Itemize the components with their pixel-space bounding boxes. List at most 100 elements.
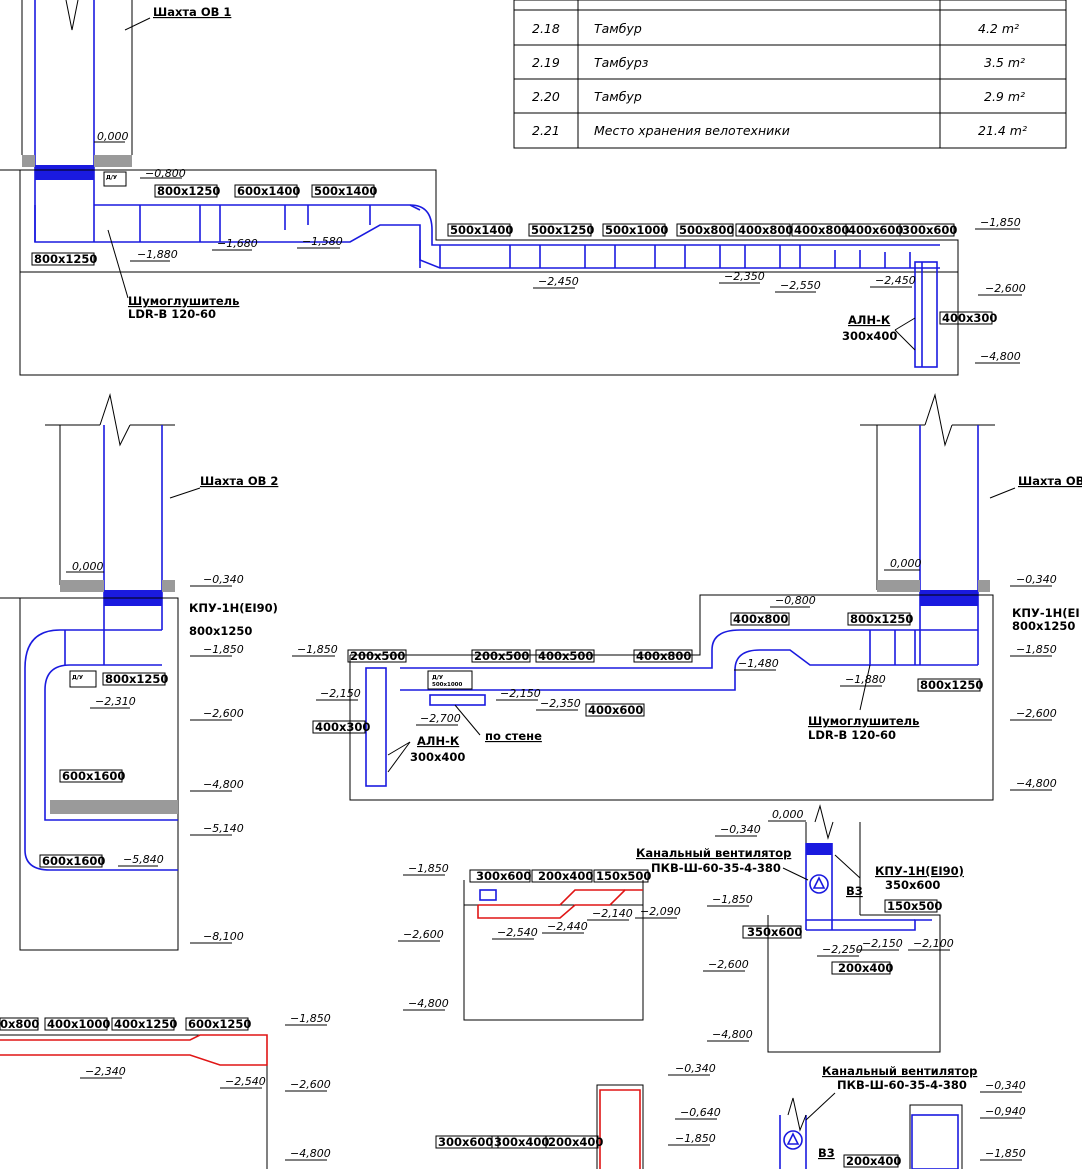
fan-label-1: Канальный вентилятор (636, 846, 791, 860)
lvl-top-8: −2,450 (875, 274, 916, 287)
lvl-sl-6: −2,090 (640, 905, 681, 918)
lvl-ml-8: −8,100 (203, 930, 244, 943)
table-num-2: 2.20 (532, 89, 560, 104)
size-ml-1: 800x1250 (105, 672, 168, 686)
section-top: Шахта ОВ 1 0,000 (0, 0, 1026, 376)
midright-size-labels: 200x500 200x500 400x500 400x800 400x800 … (312, 612, 983, 734)
size-mr-2: 200x500 (474, 649, 529, 663)
top-levels: −0,800 −1,880 −1,680 −1,580 −2,450 −2,35… (130, 167, 1026, 364)
lvl-sr-5: −2,250 (822, 943, 863, 956)
table-name-0: Тамбур (594, 21, 642, 36)
size-top-2: 600x1400 (237, 184, 300, 198)
silencer-mid: Шумоглушитель (808, 714, 919, 728)
size-mr-5: 400x800 (733, 612, 788, 626)
lvl-top-10: −2,600 (985, 282, 1026, 295)
fan-model-2: ПКВ-Ш-60-35-4-380 (837, 1078, 967, 1092)
lvl-sr-0: 0,000 (772, 808, 804, 821)
lvl-br-5: −1,850 (985, 1147, 1026, 1160)
lvl-br-3: −0,340 (985, 1079, 1026, 1092)
lvl-sl-4: −2,440 (547, 920, 588, 933)
po-stene-label: по стене (485, 729, 542, 743)
lvl-bl-2: −2,540 (225, 1075, 266, 1088)
shaft-ov2-label: Шахта ОВ 2 (200, 474, 278, 488)
section-mid-left: Шахта ОВ 2 0,000 КПУ-1Н(EI90) 800x1250 8… (0, 393, 278, 951)
size-ml-2: 600x1600 (62, 769, 125, 783)
size-top-12: 800x1250 (34, 252, 97, 266)
size-mr-6: 800x1250 (850, 612, 913, 626)
lvl-br-0: −0,340 (675, 1062, 716, 1075)
valve-mr-label: Д/У (432, 675, 444, 681)
size-top-4: 500x1400 (450, 223, 513, 237)
kpu-b3-size: 350x600 (885, 878, 940, 892)
lvl-top-11: −4,800 (980, 350, 1021, 363)
size-br-2: 300x400 (494, 1135, 549, 1149)
lvl-mr-12: −4,800 (1016, 777, 1057, 790)
lvl-ml-0: 0,000 (72, 560, 104, 573)
lvl-ml-2: −1,850 (203, 643, 244, 656)
lvl-ml-6: −5,140 (203, 822, 244, 835)
b3-label-2: В3 (818, 1146, 835, 1160)
lvl-br-2: −1,850 (675, 1132, 716, 1145)
section-small-left: 300x600 200x400 150x500 −1,850 −2,600 −4… (398, 862, 681, 1021)
lvl-bl-1: −2,340 (85, 1065, 126, 1078)
b3-label-1: В3 (846, 884, 863, 898)
table-name-2: Тамбур (594, 89, 642, 104)
table-area-2: 2.9 m² (984, 89, 1025, 104)
size-br-3: 200x400 (548, 1135, 603, 1149)
size-top-11: 300x600 (902, 223, 957, 237)
kpu-right-size: 800x1250 (1012, 619, 1075, 633)
lvl-sr-2: −1,850 (712, 893, 753, 906)
size-br-1: 300x600 (438, 1135, 493, 1149)
table-num-0: 2.18 (532, 21, 560, 36)
room-table: 2.18 Тамбур 4.2 m² 2.19 Тамбурз 3.5 m² 2… (513, 0, 1067, 149)
kpu-right: КПУ-1Н(EI (1012, 606, 1080, 620)
lvl-bl-3: −2,600 (290, 1078, 331, 1091)
aln-top: АЛН-К (848, 313, 891, 327)
size-mr-4: 400x800 (636, 649, 691, 663)
lvl-top-4: −1,580 (302, 235, 343, 248)
aln-mid: АЛН-К (417, 734, 460, 748)
size-mr-7: 800x1250 (920, 678, 983, 692)
lvl-br-4: −0,940 (985, 1105, 1026, 1118)
lvl-top-3: −1,680 (217, 237, 258, 250)
lvl-top-5: −2,450 (538, 275, 579, 288)
midright-levels: −1,850 −2,150 −2,700 −2,150 −2,350 −1,48… (292, 557, 1057, 791)
valve-mr-size: 500x1000 (432, 682, 463, 688)
silencer-mid-model: LDR-B 120-60 (808, 728, 896, 742)
lvl-mr-10: −1,850 (1016, 643, 1057, 656)
lvl-mr-2: −2,700 (420, 712, 461, 725)
section-mid-right: Шахта ОВ АЛН-К 300x400 по стене Д/У 500x… (292, 393, 1082, 801)
top-size-labels: 800x1250 600x1400 500x1400 500x1400 500x… (31, 184, 997, 325)
lvl-mr-11: −2,600 (1016, 707, 1057, 720)
lvl-sl-1: −2,600 (403, 928, 444, 941)
lvl-sr-7: −2,100 (913, 937, 954, 950)
size-top-10: 400x600 (848, 223, 903, 237)
midleft-levels: −0,340 −1,850 −2,310 −2,600 −4,800 −5,14… (90, 573, 244, 944)
lvl-sl-2: −4,800 (408, 997, 449, 1010)
lvl-top-9: −1,850 (980, 216, 1021, 229)
lvl-sr-6: −2,150 (862, 937, 903, 950)
shaft-ov2b-label: Шахта ОВ (1018, 474, 1082, 488)
aln-top-size: 300x400 (842, 329, 897, 343)
valve-ml-label: Д/У (72, 675, 84, 681)
lvl-mr-3: −2,150 (500, 687, 541, 700)
lvl-ml-4: −2,600 (203, 707, 244, 720)
size-mr-8: 400x600 (588, 703, 643, 717)
size-bl-4: 600x1250 (188, 1017, 251, 1031)
size-bl-3: 400x1250 (114, 1017, 177, 1031)
fan-model-1: ПКВ-Ш-60-35-4-380 (651, 861, 781, 875)
lvl-sl-3: −2,540 (497, 926, 538, 939)
lvl-sr-1: −0,340 (720, 823, 761, 836)
size-mr-9: 400x300 (315, 720, 370, 734)
table-area-0: 4.2 m² (978, 21, 1019, 36)
section-bottom-right: 300x600 300x400 200x400 −0,340 −0,640 −1… (435, 1062, 1026, 1169)
table-num-3: 2.21 (532, 123, 560, 138)
silencer-top-model: LDR-B 120-60 (128, 307, 216, 321)
lvl-sr-3: −2,600 (708, 958, 749, 971)
size-mr-3: 400x500 (538, 649, 593, 663)
lvl-br-1: −0,640 (680, 1106, 721, 1119)
valve-top-label: Д/У (106, 175, 118, 181)
size-sr-3: 200x400 (838, 961, 893, 975)
lvl-top-6: −2,350 (724, 270, 765, 283)
table-name-1: Тамбурз (594, 55, 649, 70)
